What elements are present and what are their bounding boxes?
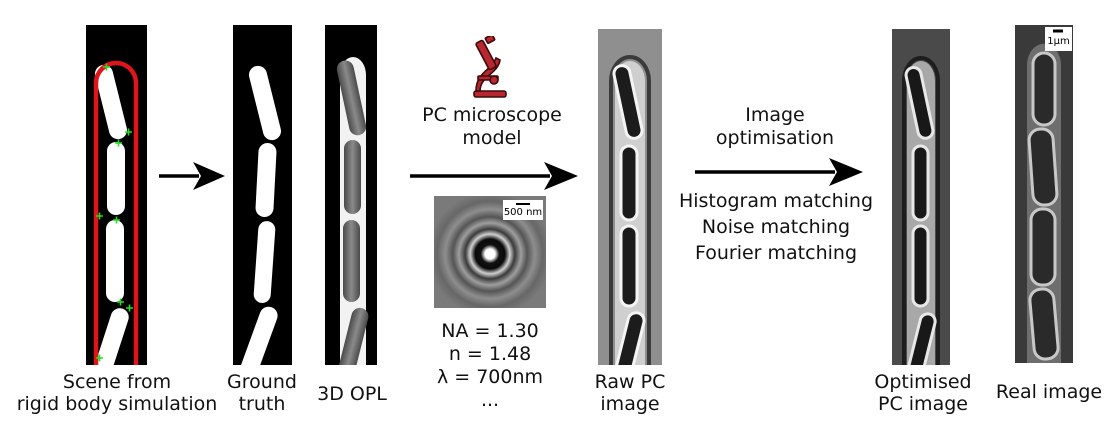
real-image-caption: Real image [986, 381, 1112, 403]
raw-pc-caption-line1: Raw PC [594, 371, 666, 393]
arrow-right-icon [695, 158, 863, 186]
microscope-icon [473, 36, 507, 98]
microscope-parameters: NA = 1.30 n = 1.48 λ = 700nm ... [420, 320, 560, 412]
optimised-caption-line2: PC image [878, 393, 968, 415]
microscope-label-line2: model [462, 127, 522, 149]
ground-truth-caption: Ground truth [214, 371, 310, 415]
optimised-caption-line1: Optimised [874, 371, 972, 393]
optimisation-label-line2: optimisation [715, 127, 835, 149]
raw-pc-caption: Raw PC image [578, 371, 682, 415]
real-image-panel: 1µm [1015, 25, 1073, 363]
ellipsis: ... [480, 389, 500, 411]
real-image-caption-text: Real image [995, 381, 1103, 403]
na-parameter: NA = 1.30 [441, 320, 539, 342]
ground-truth-caption-line1: Ground [227, 371, 297, 393]
raw-pc-panel [598, 29, 662, 365]
scene-caption-line1: Scene from [62, 371, 172, 393]
optimised-caption: Optimised PC image [868, 371, 978, 415]
arrow-right-icon [159, 162, 225, 190]
psf-image: 500 nm [434, 196, 546, 308]
optimisation-label: Image optimisation [700, 104, 850, 150]
optimised-pc-panel [892, 29, 950, 365]
optimisation-steps: Histogram matching Noise matching Fourie… [664, 188, 888, 266]
opl-caption-text: 3D OPL [317, 383, 387, 405]
noise-matching-step: Noise matching [701, 216, 851, 238]
scene-caption-line2: rigid body simulation [16, 393, 218, 415]
raw-pc-caption-line2: image [600, 393, 660, 415]
optimisation-label-line1: Image [745, 104, 805, 126]
fourier-matching-step: Fourier matching [694, 242, 858, 264]
microscope-model-label: PC microscope model [410, 104, 574, 150]
arrow-right-icon [410, 162, 578, 190]
ground-truth-panel [233, 25, 292, 365]
histogram-matching-step: Histogram matching [678, 190, 874, 212]
ground-truth-caption-line2: truth [238, 393, 286, 415]
n-parameter: n = 1.48 [448, 343, 532, 365]
real-scalebar-label: 1µm [1047, 36, 1070, 47]
microscope-label-line1: PC microscope [422, 104, 562, 126]
opl-panel [325, 25, 377, 365]
scene-panel [86, 25, 147, 365]
scene-caption: Scene from rigid body simulation [6, 371, 228, 415]
opl-caption: 3D OPL [308, 383, 396, 405]
wavelength-parameter: λ = 700nm [436, 366, 544, 388]
psf-scalebar-label: 500 nm [503, 207, 543, 218]
